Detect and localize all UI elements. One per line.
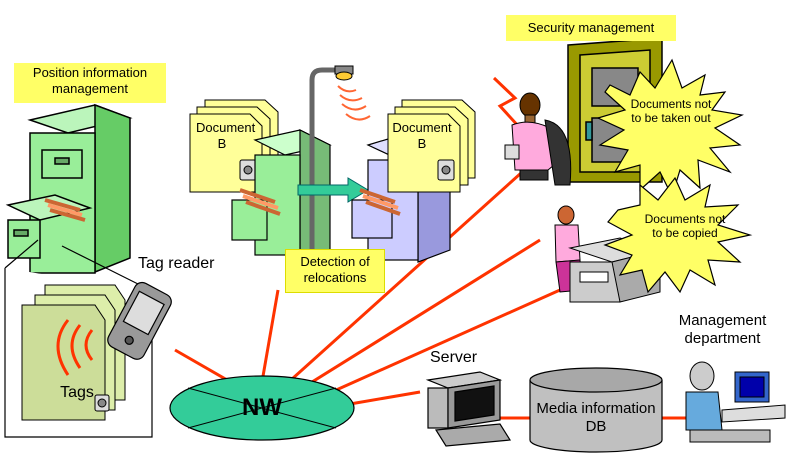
green-filing-cabinet-icon xyxy=(5,103,133,274)
label-detection: Detection of relocations xyxy=(285,249,385,293)
callout-lines xyxy=(4,239,151,291)
label-document-b-right: Document B xyxy=(392,120,452,151)
person-at-door-icon xyxy=(504,92,572,186)
center-cabinet-icon xyxy=(231,129,332,263)
label-server: Server xyxy=(430,349,478,366)
label-not-taken-out: Documents not to be taken out xyxy=(630,97,712,126)
label-management-department: Management department xyxy=(678,312,767,347)
document-b-icon xyxy=(387,99,476,193)
link-detection xyxy=(260,289,280,383)
person-at-desk-icon xyxy=(685,361,786,443)
link-copier-2 xyxy=(324,288,561,397)
label-tag-reader: Tag reader xyxy=(138,255,215,272)
document-b-icon xyxy=(189,99,279,193)
arrow-right-icon xyxy=(297,177,369,203)
street-lamp-icon xyxy=(309,65,371,250)
server-computer-icon xyxy=(425,371,512,447)
label-document-b-left: Document B xyxy=(196,120,256,151)
explosion-burst-icon xyxy=(603,176,753,294)
link-copier xyxy=(295,238,541,394)
handheld-tag-reader-icon xyxy=(107,281,172,360)
explosion-burst-icon xyxy=(596,58,744,198)
label-tags: Tags xyxy=(60,384,94,401)
database-cylinder-icon xyxy=(529,367,663,453)
label-security-management: Security management xyxy=(506,15,676,41)
label-not-copied: Documents not to be copied xyxy=(644,212,726,241)
label-nw: NW xyxy=(242,394,282,421)
link-server xyxy=(349,390,421,406)
label-position-management: Position information management xyxy=(14,63,166,103)
link-security xyxy=(280,163,532,390)
tag-box xyxy=(4,268,172,438)
nw-ellipse-icon xyxy=(169,375,355,441)
label-media-db: Media information DB xyxy=(536,400,656,435)
rf-waves xyxy=(56,319,94,376)
link-bolt-security xyxy=(492,76,522,130)
